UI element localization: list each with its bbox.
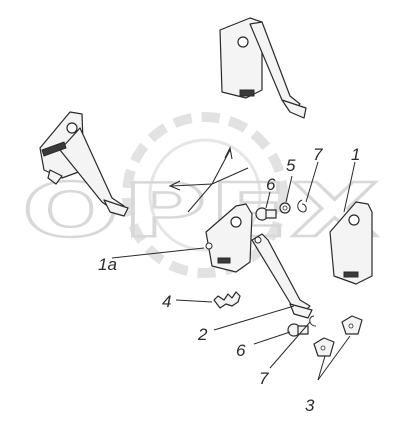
part-3-small-brackets — [313, 315, 363, 357]
leader-6-top — [265, 191, 271, 209]
part-7-clip-lower — [309, 315, 317, 327]
part-5-washer — [279, 202, 291, 214]
variant-arrows — [168, 146, 249, 213]
left-bracket-assembly — [39, 111, 129, 217]
leader-lines — [111, 161, 356, 381]
part-1a-bracket — [205, 203, 253, 273]
part-2-lever — [251, 233, 313, 319]
callout-label-1: 1 — [351, 145, 360, 164]
watermark-gear-inner-icon — [148, 138, 262, 252]
leader-3b — [317, 335, 351, 381]
part-6-bolt-upper — [255, 207, 277, 221]
callout-labels: 1 1a 2 3 4 5 6 6 7 7 — [98, 145, 360, 415]
callout-label-3: 3 — [305, 396, 315, 415]
part-6-bolt-lower — [287, 323, 309, 337]
callout-label-1a: 1a — [98, 255, 117, 274]
leader-6-bottom — [253, 331, 291, 345]
leader-4 — [175, 299, 213, 303]
leader-5 — [285, 175, 293, 203]
callout-label-7-bottom: 7 — [259, 369, 269, 388]
leader-1 — [343, 161, 356, 213]
watermark-text: OPEX — [22, 168, 382, 254]
leader-3a — [317, 355, 326, 381]
leader-1a — [111, 247, 205, 259]
top-bracket-assembly — [219, 17, 307, 119]
part-4-spring — [213, 291, 241, 309]
callout-label-6-bottom: 6 — [236, 341, 246, 360]
arrow-to-left-assembly — [171, 183, 213, 187]
callout-label-7-top: 7 — [313, 145, 323, 164]
leader-7-top — [305, 161, 319, 203]
watermark-gear-icon — [122, 112, 288, 278]
callout-label-4: 4 — [162, 292, 171, 311]
callout-label-2: 2 — [197, 325, 208, 344]
callout-label-6-top: 6 — [266, 175, 276, 194]
part-7-clip-upper — [297, 199, 307, 213]
callout-label-5: 5 — [286, 156, 296, 175]
part-1-bracket — [329, 201, 373, 285]
leader-7-bottom — [269, 321, 311, 369]
watermark: OPEX — [21, 112, 382, 278]
leader-2 — [213, 305, 295, 331]
